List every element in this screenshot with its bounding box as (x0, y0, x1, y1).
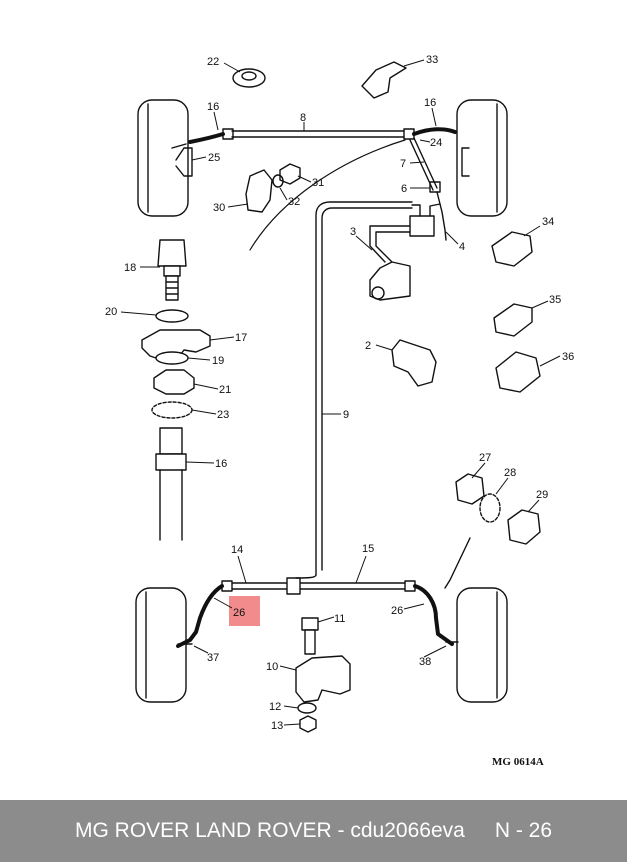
callout-label: 37 (207, 652, 219, 664)
callout-label: 7 (400, 158, 406, 170)
callout-label: 23 (217, 409, 229, 421)
pipe-4 (436, 191, 447, 241)
callout-label: 31 (312, 177, 324, 189)
highlight-box (229, 596, 260, 626)
front-left-wheel (137, 99, 189, 217)
callout-label: 10 (266, 661, 278, 673)
rear-right-wheel (456, 587, 508, 703)
callout-label: 28 (504, 467, 516, 479)
valve-3 (369, 203, 441, 301)
callout-label: 36 (562, 351, 574, 363)
clip-33 (361, 61, 407, 99)
nut-35 (493, 303, 533, 337)
callout-label: 4 (459, 241, 465, 253)
callout-label: 6 (401, 183, 407, 195)
diagram-reference: MG 0614A (492, 756, 544, 768)
rear-left-wheel (135, 587, 187, 703)
nut-21 (153, 369, 195, 395)
callout-label: 3 (350, 226, 356, 238)
main-pipe-9 (315, 201, 413, 576)
callout-label: 17 (235, 332, 247, 344)
nut-31 (279, 163, 301, 185)
callout-label: 14 (231, 544, 243, 556)
callout-label: 29 (536, 489, 548, 501)
callout-label: 30 (213, 202, 225, 214)
callout-label: 38 (419, 656, 431, 668)
callout-label: 32 (288, 196, 300, 208)
callout-label: 13 (271, 720, 283, 732)
callout-label: 35 (549, 294, 561, 306)
tee-17 (141, 329, 211, 361)
pipe-7 (409, 137, 441, 193)
nut-22 (232, 68, 266, 88)
rear-pipe-14 (221, 580, 288, 592)
front-pipe-8 (222, 128, 415, 140)
bracket-2 (391, 339, 437, 387)
rear-hose-left (176, 584, 224, 648)
brace-line (444, 537, 471, 589)
tee-piece (286, 577, 301, 595)
callout-label: 33 (426, 54, 438, 66)
strap-right (461, 147, 470, 177)
washer-19 (155, 351, 189, 365)
callout-label: 26 (391, 605, 403, 617)
rear-pipe-15 (299, 580, 416, 592)
washer-32 (272, 174, 284, 188)
adapter-18 (157, 239, 187, 301)
callout-label: 20 (105, 306, 117, 318)
lockwasher-23 (151, 401, 193, 419)
callout-label: 12 (269, 701, 281, 713)
callout-label: 21 (219, 384, 231, 396)
front-right-wheel (456, 99, 508, 217)
footer-brand: MG ROVER LAND ROVER - cdu2066eva (75, 819, 465, 842)
callout-label: 16 (207, 101, 219, 113)
nut-36 (495, 351, 541, 393)
rear-hose-right (413, 584, 454, 646)
leader-lines (120, 59, 561, 726)
callout-label: 18 (124, 262, 136, 274)
brake-pipe-diagram: 22 33 16 8 16 25 24 7 31 32 30 6 3 4 34 … (105, 54, 574, 768)
main-pipe-bend (295, 574, 317, 579)
front-hose-left (171, 132, 225, 149)
body-outline-curve (249, 139, 406, 251)
nut-34 (491, 231, 533, 267)
callout-label: 27 (479, 452, 491, 464)
callout-label: 8 (300, 112, 306, 124)
callout-labels: 22 33 16 8 16 25 24 7 31 32 30 6 3 4 34 … (105, 54, 574, 732)
clip-30 (245, 169, 273, 213)
callout-label: 16 (215, 458, 227, 470)
callout-label: 19 (212, 355, 224, 367)
callout-label: 22 (207, 56, 219, 68)
callout-label: 24 (430, 137, 442, 149)
callout-label: 9 (343, 409, 349, 421)
callout-label: 16 (424, 97, 436, 109)
nut-13 (299, 715, 317, 733)
callout-label: 25 (208, 152, 220, 164)
footer-page-number: N - 26 (494, 819, 552, 842)
callout-label: 26 (233, 607, 245, 619)
callout-label: 2 (365, 340, 371, 352)
callout-label: 11 (334, 613, 345, 625)
tee-10 (295, 655, 351, 703)
front-hose-right (412, 127, 457, 136)
callout-label: 15 (362, 543, 374, 555)
washer-20 (155, 309, 189, 323)
nut-27 (455, 473, 485, 505)
callout-label: 34 (542, 216, 554, 228)
hose-end-16 (155, 427, 187, 541)
bolt-11 (301, 617, 319, 655)
washer-28 (479, 493, 501, 523)
strap-25 (175, 147, 193, 177)
washer-12 (297, 702, 317, 714)
nut-29 (507, 509, 541, 545)
footer-bar: MG ROVER LAND ROVER - cdu2066eva N - 26 (0, 800, 627, 862)
